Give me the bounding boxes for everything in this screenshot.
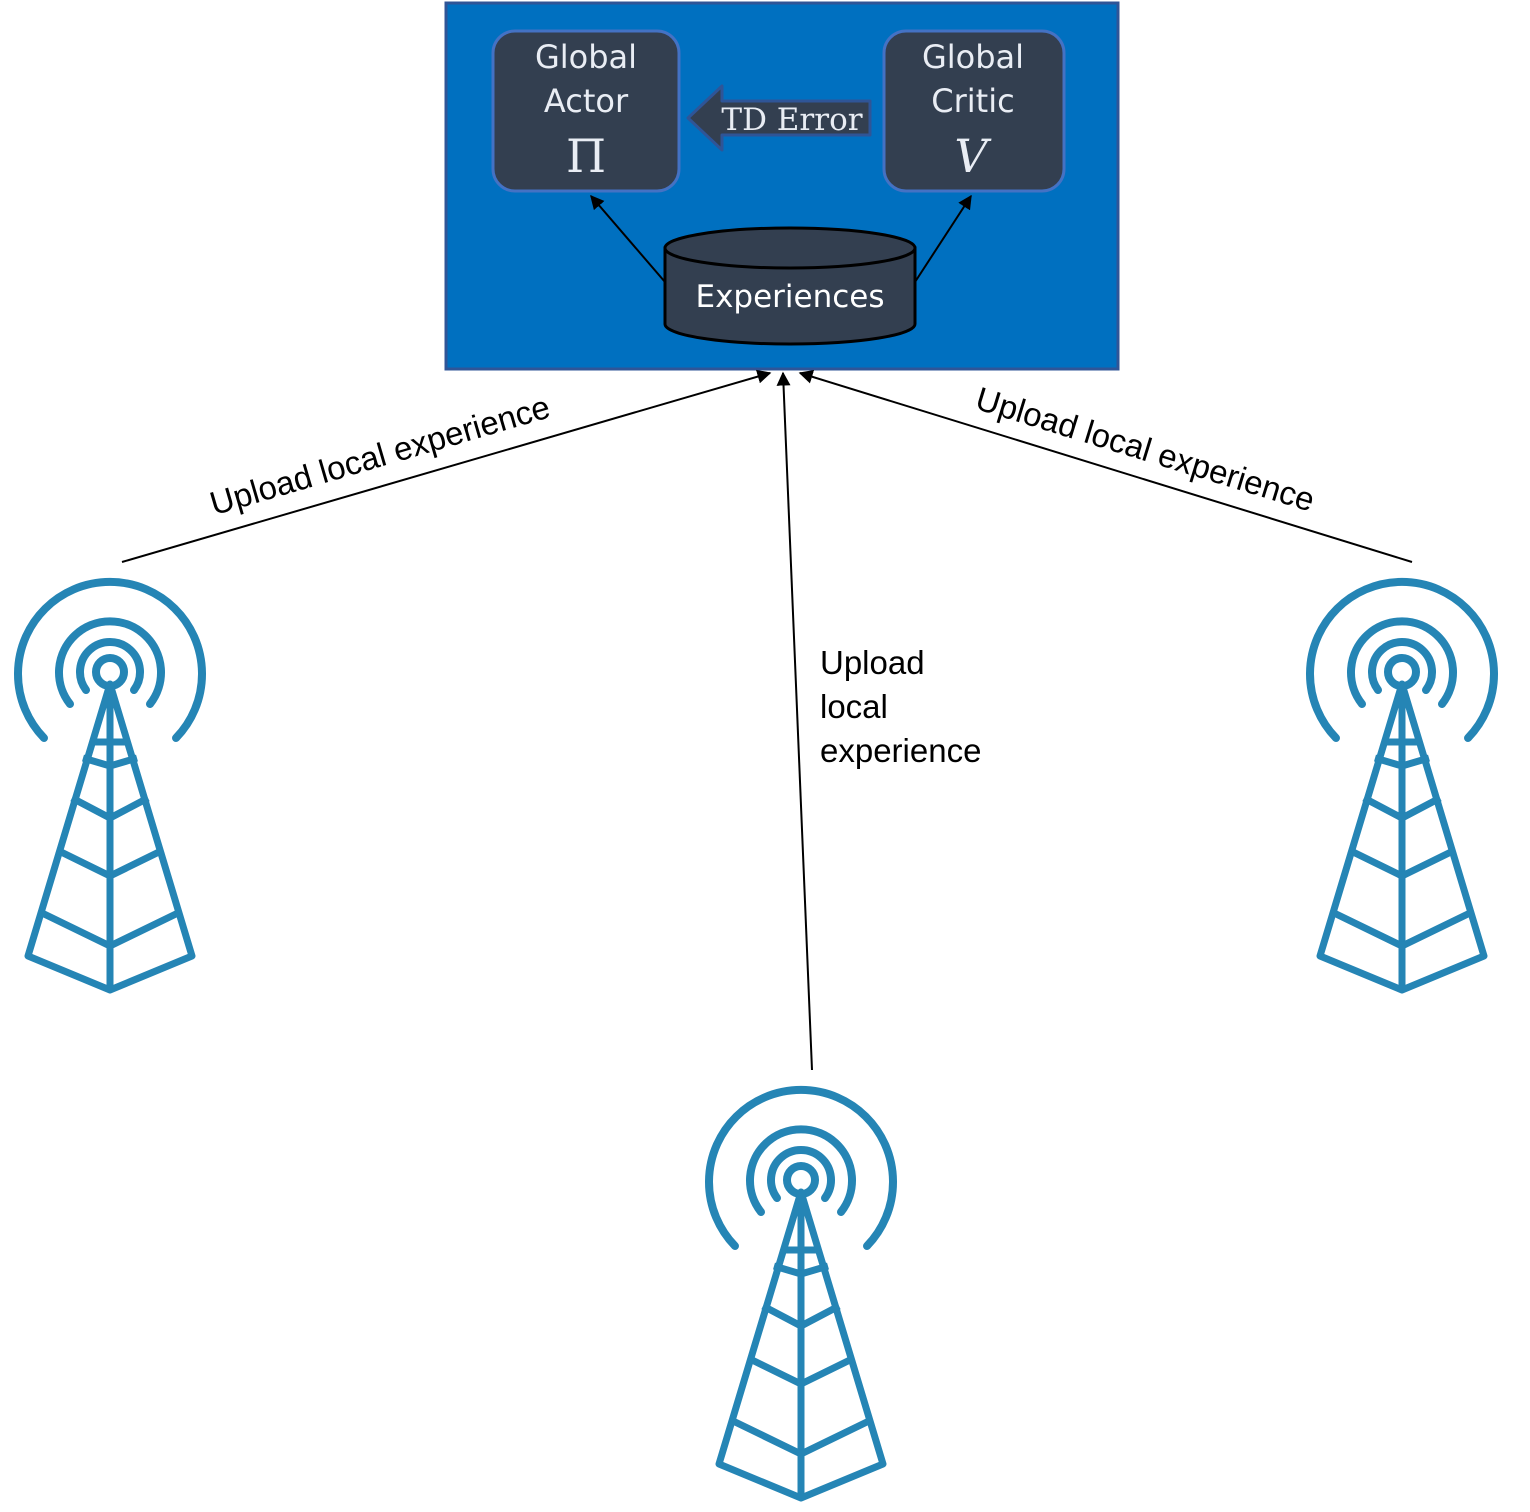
td-error-arrow: TD Error [686, 84, 872, 152]
critic-line2: Critic [931, 82, 1014, 120]
actor-line2: Actor [544, 82, 629, 120]
radio-tower-icon [14, 577, 206, 994]
td-error-arrow-shape [686, 84, 872, 152]
experiences-to-actor-arrow [590, 194, 666, 283]
actor-symbol: Π [566, 129, 606, 183]
upload-label-left: Upload local experience [206, 388, 554, 522]
upload-label-middle: Upload local experience [820, 644, 981, 769]
td-error-label: TD Error [721, 102, 862, 138]
global-actor-node: Global Actor Π [491, 29, 681, 193]
upload-arrow-right [798, 370, 1413, 563]
upload-label-middle-line2: local [820, 688, 888, 725]
experiences-label: Experiences [695, 279, 884, 315]
upload-arrow-middle [776, 371, 813, 1071]
experiences-database: Experiences [663, 226, 917, 346]
upload-label-right: Upload local experience [972, 380, 1320, 519]
radio-tower-icon [705, 1085, 897, 1502]
actor-line1: Global [535, 38, 637, 76]
critic-symbol: V [954, 129, 992, 183]
experiences-to-critic-arrow [914, 194, 972, 283]
upload-label-middle-line3: experience [820, 732, 981, 769]
critic-line1: Global [922, 38, 1024, 76]
global-critic-node: Global Critic V [882, 29, 1066, 193]
radio-tower-icon [1306, 577, 1498, 994]
upload-label-middle-line1: Upload [820, 644, 925, 681]
upload-arrow-left [121, 369, 772, 563]
